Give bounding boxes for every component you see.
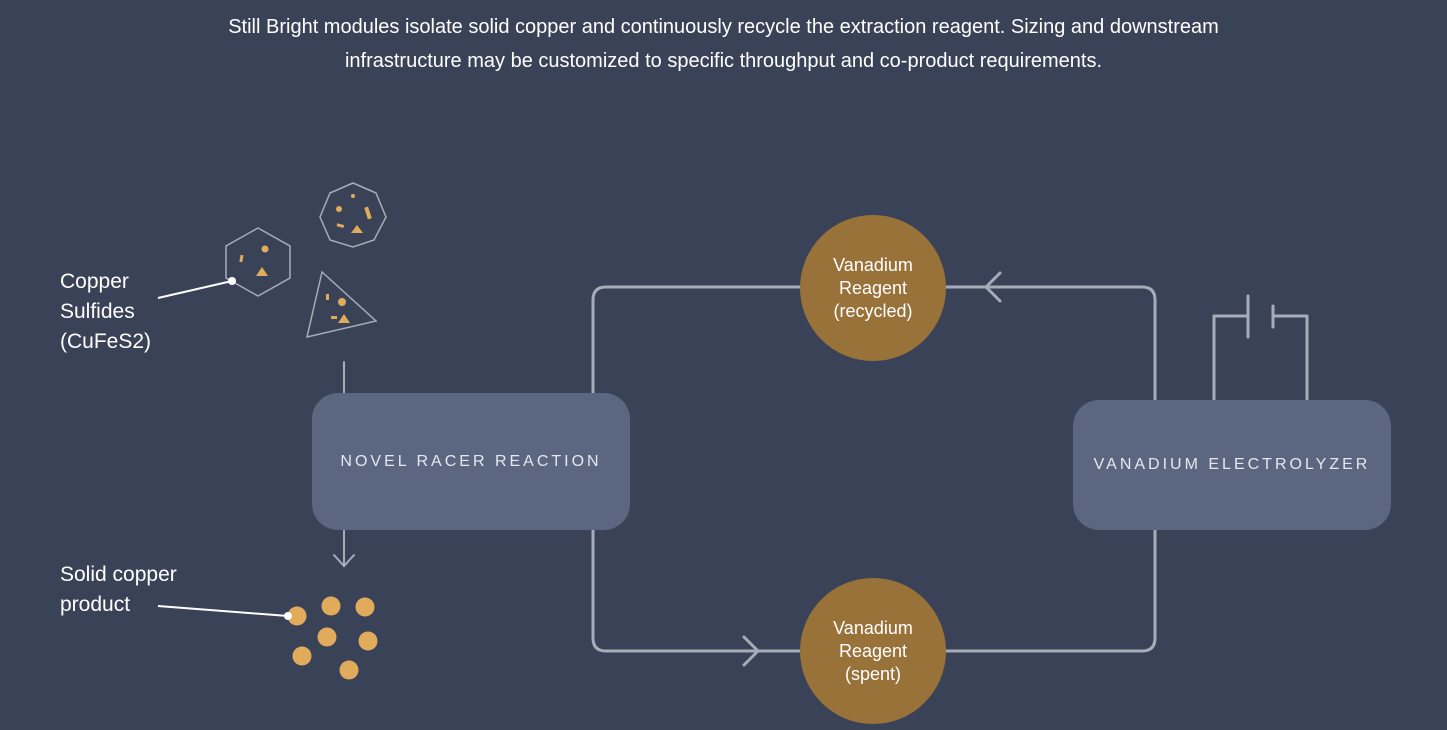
reaction-label: NOVEL RACER REACTION <box>340 452 602 470</box>
spent-arrowhead <box>742 635 760 667</box>
copper-pellets <box>287 596 378 680</box>
hexagon-particle <box>225 227 291 297</box>
reagent-recycled-node: Vanadium Reagent (recycled) <box>800 215 946 361</box>
power-wire-right <box>1271 314 1309 402</box>
triangle-particle <box>305 270 378 339</box>
electrolyzer-box: VANADIUM ELECTROLYZER <box>1073 400 1391 530</box>
output-arrow-head <box>333 554 355 568</box>
spent-line-right <box>944 503 1157 653</box>
recycle-arrowhead <box>984 271 1002 303</box>
copper-sulfides-leader <box>157 280 233 299</box>
solid-copper-leader-dot <box>284 612 292 620</box>
recycle-line-right <box>944 285 1157 402</box>
reagent-spent-node: Vanadium Reagent (spent) <box>800 578 946 724</box>
solid-copper-leader <box>157 605 289 617</box>
intro-line-1: Still Bright modules isolate solid coppe… <box>228 16 1219 38</box>
intro-line-2: infrastructure may be customized to spec… <box>344 50 1103 72</box>
recycle-line-left <box>591 285 802 395</box>
spent-line-left <box>591 528 802 653</box>
intro-text: Still Bright modules isolate solid coppe… <box>0 10 1447 78</box>
power-wire-left <box>1212 314 1250 402</box>
ore-particles <box>225 182 387 339</box>
electrolyzer-label: VANADIUM ELECTROLYZER <box>1093 456 1371 473</box>
reaction-box: NOVEL RACER REACTION <box>312 393 630 530</box>
ore-inclusions <box>239 194 372 323</box>
heptagon-particle <box>319 182 387 248</box>
solid-copper-label: Solid copper product <box>60 563 177 616</box>
copper-sulfides-leader-dot <box>228 277 236 285</box>
copper-sulfides-label: Copper Sulfides (CuFeS2) <box>60 270 152 353</box>
